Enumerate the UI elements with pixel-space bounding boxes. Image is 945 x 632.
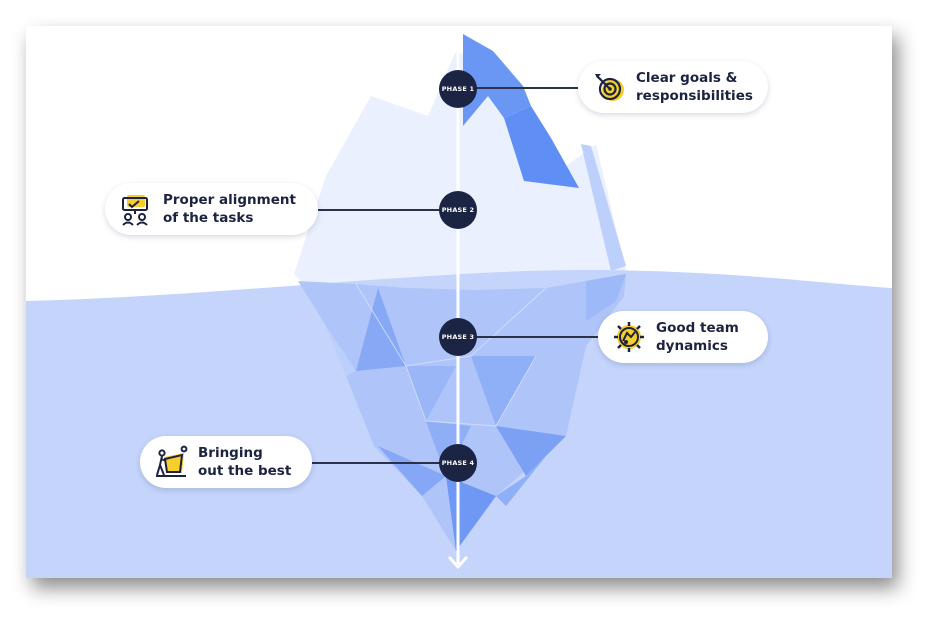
phase-badge-3: PHASE 3 xyxy=(439,318,477,356)
card-text-4: Bringing out the best xyxy=(198,444,291,480)
card-good-team-dynamics: Good team dynamics xyxy=(598,311,768,363)
timeline-arrowhead xyxy=(448,556,468,569)
connector-phase-4 xyxy=(311,462,441,464)
card-clear-goals: Clear goals & responsibilities xyxy=(578,61,768,113)
team-gear-icon xyxy=(614,322,644,352)
card-1-line-2: responsibilities xyxy=(636,88,753,104)
card-text-3: Good team dynamics xyxy=(656,319,739,355)
card-3-line-2: dynamics xyxy=(656,338,728,354)
card-2-line-2: of the tasks xyxy=(163,210,254,226)
teamwork-push-icon xyxy=(156,445,188,477)
connector-phase-2 xyxy=(318,209,440,211)
card-text-2: Proper alignment of the tasks xyxy=(163,191,296,227)
card-4-line-1: Bringing xyxy=(198,445,263,461)
phase-badge-1: PHASE 1 xyxy=(439,70,477,108)
card-1-line-1: Clear goals & xyxy=(636,70,738,86)
card-text-1: Clear goals & responsibilities xyxy=(636,69,753,105)
phase-badge-4: PHASE 4 xyxy=(439,444,477,482)
iceberg-scene xyxy=(26,26,892,578)
connector-phase-1 xyxy=(476,87,586,89)
iceberg-diagram: PHASE 1 PHASE 2 PHASE 3 PHASE 4 Clear go… xyxy=(26,26,892,578)
connector-phase-3 xyxy=(476,336,601,338)
card-proper-alignment: Proper alignment of the tasks xyxy=(105,183,318,235)
task-board-icon xyxy=(122,195,148,226)
card-2-line-1: Proper alignment xyxy=(163,192,296,208)
target-icon xyxy=(595,74,624,101)
card-4-line-2: out the best xyxy=(198,463,292,479)
iceberg-tip xyxy=(294,51,626,306)
card-3-line-1: Good team xyxy=(656,320,739,336)
card-bringing-out-best: Bringing out the best xyxy=(140,436,312,488)
phase-badge-2: PHASE 2 xyxy=(439,191,477,229)
